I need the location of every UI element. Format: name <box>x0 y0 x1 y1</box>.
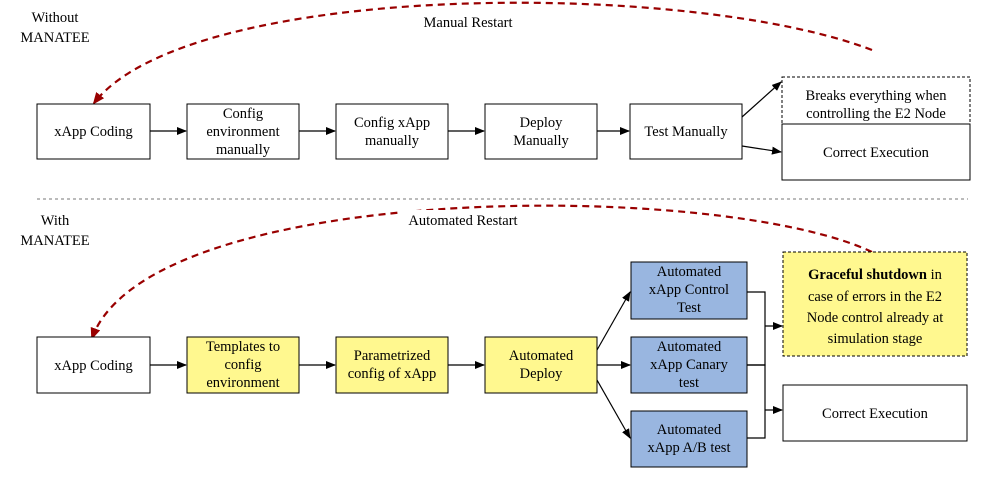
outcome-label: Correct Execution <box>822 406 929 422</box>
without-outcome-breaks: Breaks everything when controlling the E… <box>781 76 971 133</box>
without-section-title-line2: MANATEE <box>20 30 89 46</box>
graceful-rest-text: in <box>927 267 943 283</box>
step-label: config <box>224 357 261 373</box>
step-label: Config xApp <box>354 115 430 131</box>
test-label: xApp A/B test <box>648 440 731 456</box>
test-label: xApp Control <box>649 282 729 298</box>
step-label: Test Manually <box>644 124 728 140</box>
with-outcome-correct: Correct Execution <box>782 384 968 442</box>
graceful-bold-text: Graceful shutdown <box>808 267 927 283</box>
without-step-test: Test Manually <box>629 103 743 160</box>
merge-bracket-upper <box>747 291 766 366</box>
with-step-xapp-coding: xApp Coding <box>36 336 151 394</box>
step-label: Parametrized <box>354 348 431 364</box>
step-label: Automated <box>509 348 574 364</box>
with-outcome-graceful-shutdown: Graceful shutdown in case of errors in t… <box>782 251 968 357</box>
step-label: manually <box>365 133 420 149</box>
outcome-label: controlling the E2 Node <box>806 106 946 122</box>
step-label: xApp Coding <box>54 358 133 374</box>
arrow-connector <box>741 81 782 118</box>
test-label: test <box>679 375 699 391</box>
arrow-connector <box>596 379 631 439</box>
with-step-automated-deploy: Automated Deploy <box>484 336 598 394</box>
with-step-parametrized-config: Parametrized config of xApp <box>335 336 449 394</box>
graceful-label: simulation stage <box>828 331 923 347</box>
manual-restart-label-bg <box>414 12 522 32</box>
step-label: Deploy <box>520 366 563 382</box>
without-outcome-correct: Correct Execution <box>781 123 971 181</box>
with-step-templates: Templates to config environment <box>186 336 300 394</box>
step-label: Config <box>223 106 263 122</box>
automated-restart-label-bg <box>398 210 528 230</box>
step-label: config of xApp <box>348 366 437 382</box>
with-test-control: Automated xApp Control Test <box>630 261 748 320</box>
step-label: environment <box>206 375 279 391</box>
with-test-ab: Automated xApp A/B test <box>630 410 748 468</box>
manual-restart-label: Manual Restart <box>424 15 513 31</box>
test-label: xApp Canary <box>650 357 728 373</box>
test-label: Automated <box>657 422 722 438</box>
without-step-xapp-coding: xApp Coding <box>36 103 151 160</box>
with-test-canary: Automated xApp Canary test <box>630 336 748 394</box>
step-label: Manually <box>513 133 569 149</box>
arrow-connector <box>596 291 631 351</box>
with-section-title-line1: With <box>41 213 70 229</box>
without-section-title-line1: Without <box>32 10 79 26</box>
graceful-label-line1: Graceful shutdown in <box>808 267 942 283</box>
with-section-title-line2: MANATEE <box>20 233 89 249</box>
arrow-connector <box>741 145 782 155</box>
without-step-config-environment: Config environment manually <box>186 103 300 160</box>
outcome-label: Breaks everything when <box>806 88 948 104</box>
step-label: xApp Coding <box>54 124 133 140</box>
merge-bracket-lower <box>747 364 766 439</box>
test-label: Test <box>677 300 701 316</box>
step-label: environment <box>206 124 279 140</box>
step-label: Deploy <box>520 115 563 131</box>
step-label: manually <box>216 142 271 158</box>
graceful-label: case of errors in the E2 <box>808 289 942 305</box>
test-label: Automated <box>657 264 722 280</box>
automated-restart-label: Automated Restart <box>408 213 517 229</box>
outcome-label: Correct Execution <box>823 145 930 161</box>
without-step-config-xapp: Config xApp manually <box>335 103 449 160</box>
step-label: Templates to <box>206 339 280 355</box>
manual-restart-arrow <box>92 1 873 105</box>
test-label: Automated <box>657 339 722 355</box>
without-step-deploy: Deploy Manually <box>484 103 598 160</box>
graceful-label: Node control already at <box>807 310 943 326</box>
